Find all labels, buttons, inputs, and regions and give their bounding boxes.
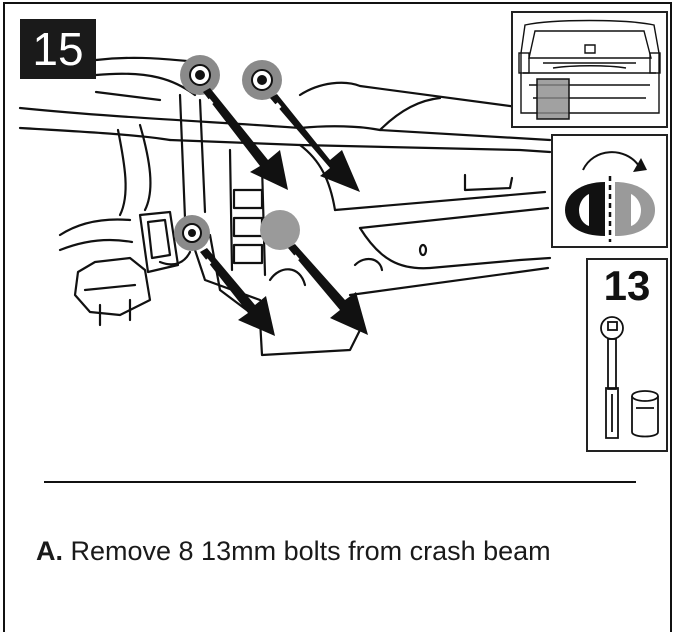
divider-line [44,481,636,483]
vehicle-location-icon [518,19,661,120]
instruction-frame [3,2,672,632]
rotate-direction-thumbnail [551,134,668,248]
arrow-icon [200,88,368,336]
tool-thumbnail: 13 [586,258,668,452]
tool-size-label: 13 [603,262,651,309]
instruction-text: A. Remove 8 13mm bolts from crash beam [36,536,551,567]
ratchet-wrench-icon [600,316,624,439]
instruction-description: Remove 8 13mm bolts from crash beam [63,536,551,566]
bolt-icon [174,55,300,251]
rotate-counterclockwise-icon [565,151,655,242]
vehicle-location-thumbnail [511,11,668,128]
socket-icon [631,390,659,438]
instruction-step-letter: A. [36,536,63,566]
step-number-badge: 15 [20,19,96,79]
crash-beam-illustration [18,55,552,357]
